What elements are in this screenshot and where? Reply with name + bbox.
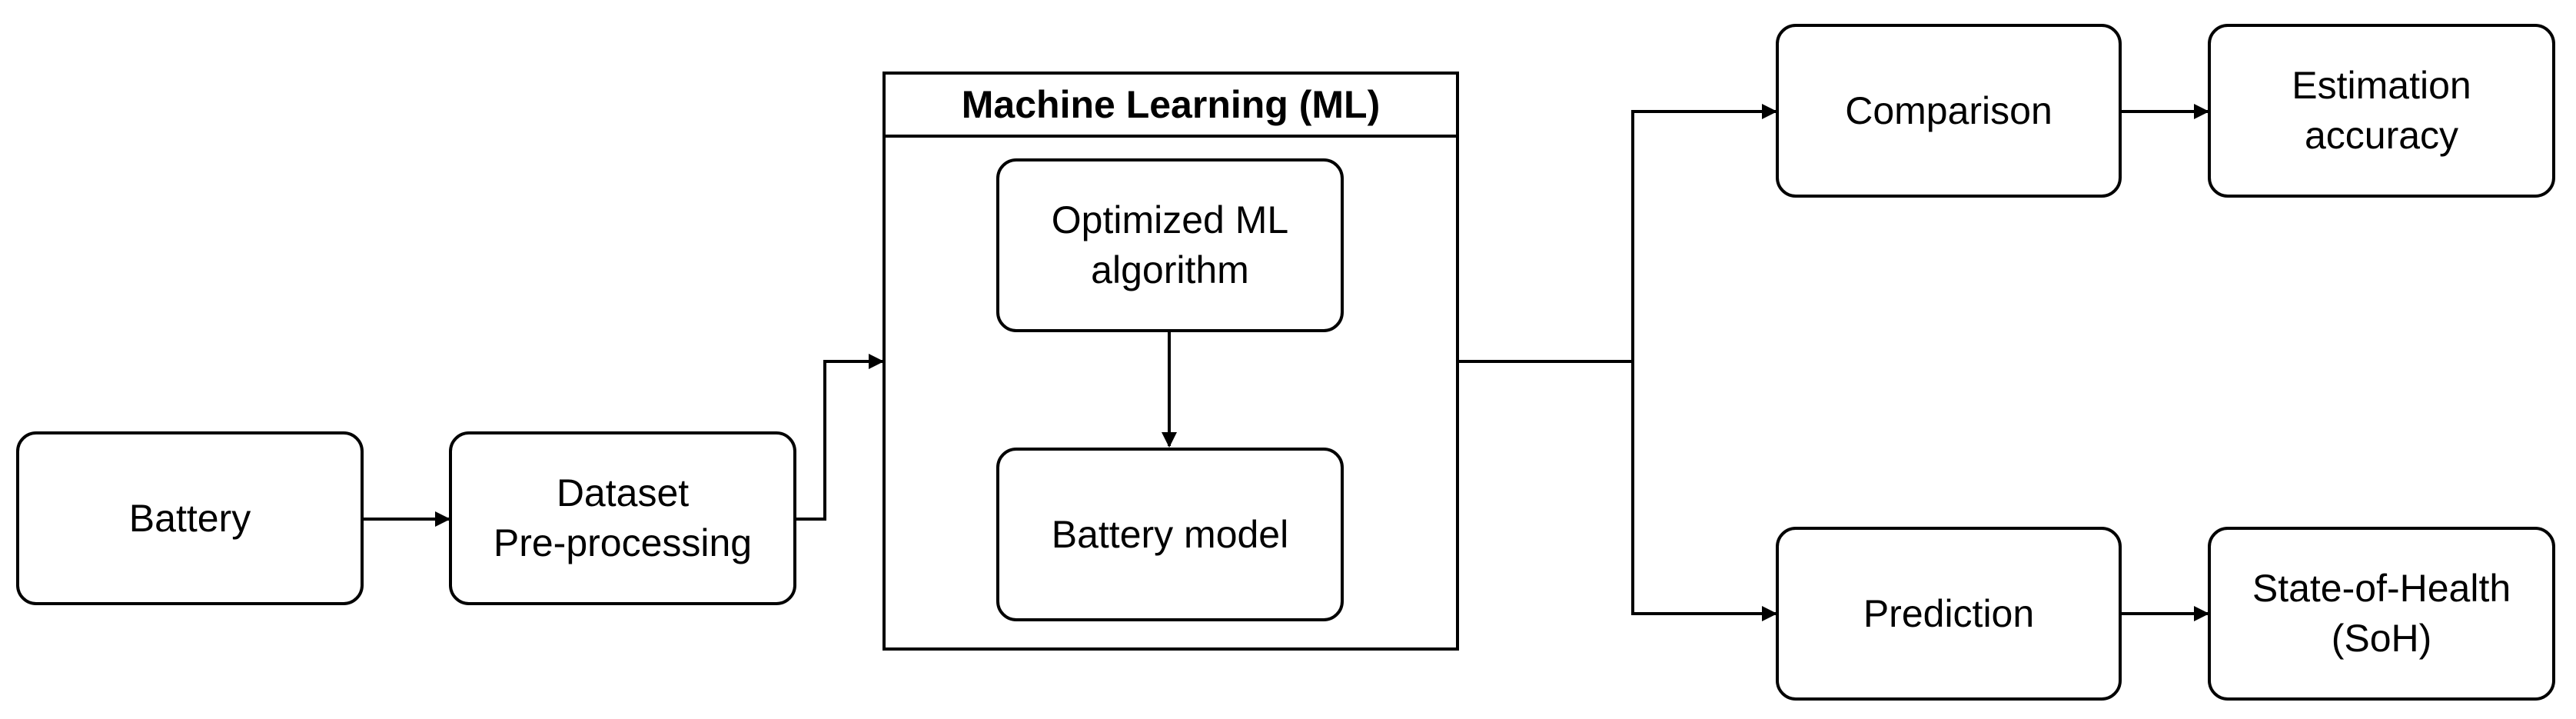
prediction-label: Prediction [1863, 591, 2035, 635]
machine-learning-container: Machine Learning (ML) [882, 72, 1459, 651]
machine-learning-title-label: Machine Learning (ML) [961, 83, 1381, 126]
edge-ml-to-prediction [1631, 361, 1777, 621]
battery-model-label: Battery model [1051, 512, 1289, 556]
state-of-health-node: State-of-Health (SoH) [2208, 527, 2555, 701]
battery-model-node: Battery model [996, 448, 1344, 621]
prediction-node: Prediction [1776, 527, 2122, 701]
estimation-accuracy-label: Estimation accuracy [2292, 64, 2471, 157]
battery-label: Battery [128, 496, 251, 540]
optimized-ml-algorithm-label: Optimized ML algorithm [1051, 198, 1289, 291]
comparison-node: Comparison [1776, 24, 2122, 198]
edge-dataset-to-ml [796, 354, 884, 521]
optimized-ml-algorithm-node: Optimized ML algorithm [996, 158, 1344, 332]
dataset-preprocessing-node: Dataset Pre-processing [449, 431, 796, 605]
estimation-accuracy-node: Estimation accuracy [2208, 24, 2555, 198]
dataset-preprocessing-label: Dataset Pre-processing [493, 471, 753, 564]
battery-node: Battery [16, 431, 364, 605]
state-of-health-label: State-of-Health (SoH) [2252, 567, 2511, 660]
edge-ml-to-comparison [1459, 104, 1777, 363]
machine-learning-title: Machine Learning (ML) [886, 75, 1456, 138]
comparison-label: Comparison [1845, 88, 2052, 132]
